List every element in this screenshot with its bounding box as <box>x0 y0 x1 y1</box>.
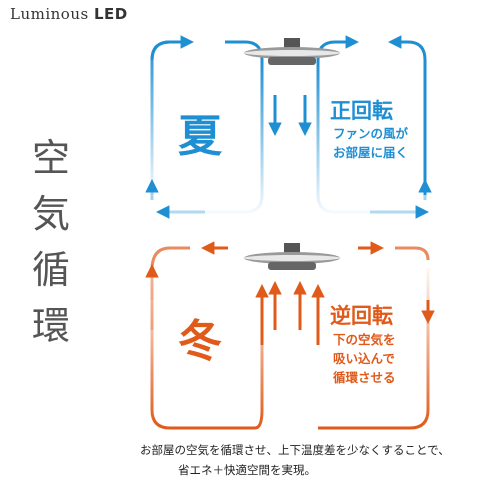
winter-season-label: 冬 <box>178 316 222 367</box>
caption: お部屋の空気を循環させ、上下温度差を少なくすることで、 省エネ＋快適空間を実現。 <box>140 440 480 480</box>
ceiling-fan-light-icon <box>244 243 340 270</box>
summer-description: ファンの風が お部屋に届く <box>333 124 428 162</box>
title-char: 環 <box>31 304 70 348</box>
title-char: 気 <box>31 192 70 236</box>
winter-flow <box>145 241 435 430</box>
title-char: 循 <box>31 248 70 292</box>
brand-suffix: LED <box>93 5 128 23</box>
brand-name: Luminous <box>10 5 89 23</box>
summer-flow <box>145 35 432 219</box>
summer-inner-left <box>165 60 264 214</box>
winter-description: 下の空気を 吸い込んで 循環させる <box>333 330 428 387</box>
caption-line-1: お部屋の空気を循環させ、上下温度差を少なくすることで、 <box>140 443 450 457</box>
summer-season-label: 夏 <box>178 111 222 162</box>
summer-desc-line: お部屋に届く <box>333 145 409 160</box>
winter-desc-line: 循環させる <box>333 370 396 385</box>
winter-mode-label: 逆回転 <box>330 304 393 328</box>
title-char: 空 <box>31 136 70 180</box>
summer-left-loop <box>150 40 178 195</box>
vertical-title: 空 気 循 環 <box>26 130 76 354</box>
summer-mode-label: 正回転 <box>330 99 393 123</box>
winter-desc-line: 下の空気を <box>333 332 396 347</box>
ceiling-fan-light-icon <box>244 38 340 65</box>
caption-line-2: 省エネ＋快適空間を実現。 <box>178 463 316 477</box>
summer-left-top-arrow <box>150 35 195 61</box>
summer-desc-line: ファンの風が <box>333 126 409 141</box>
brand-logo: Luminous LED <box>10 5 128 23</box>
summer-right-loop <box>387 35 427 195</box>
winter-desc-line: 吸い込んで <box>333 351 395 366</box>
